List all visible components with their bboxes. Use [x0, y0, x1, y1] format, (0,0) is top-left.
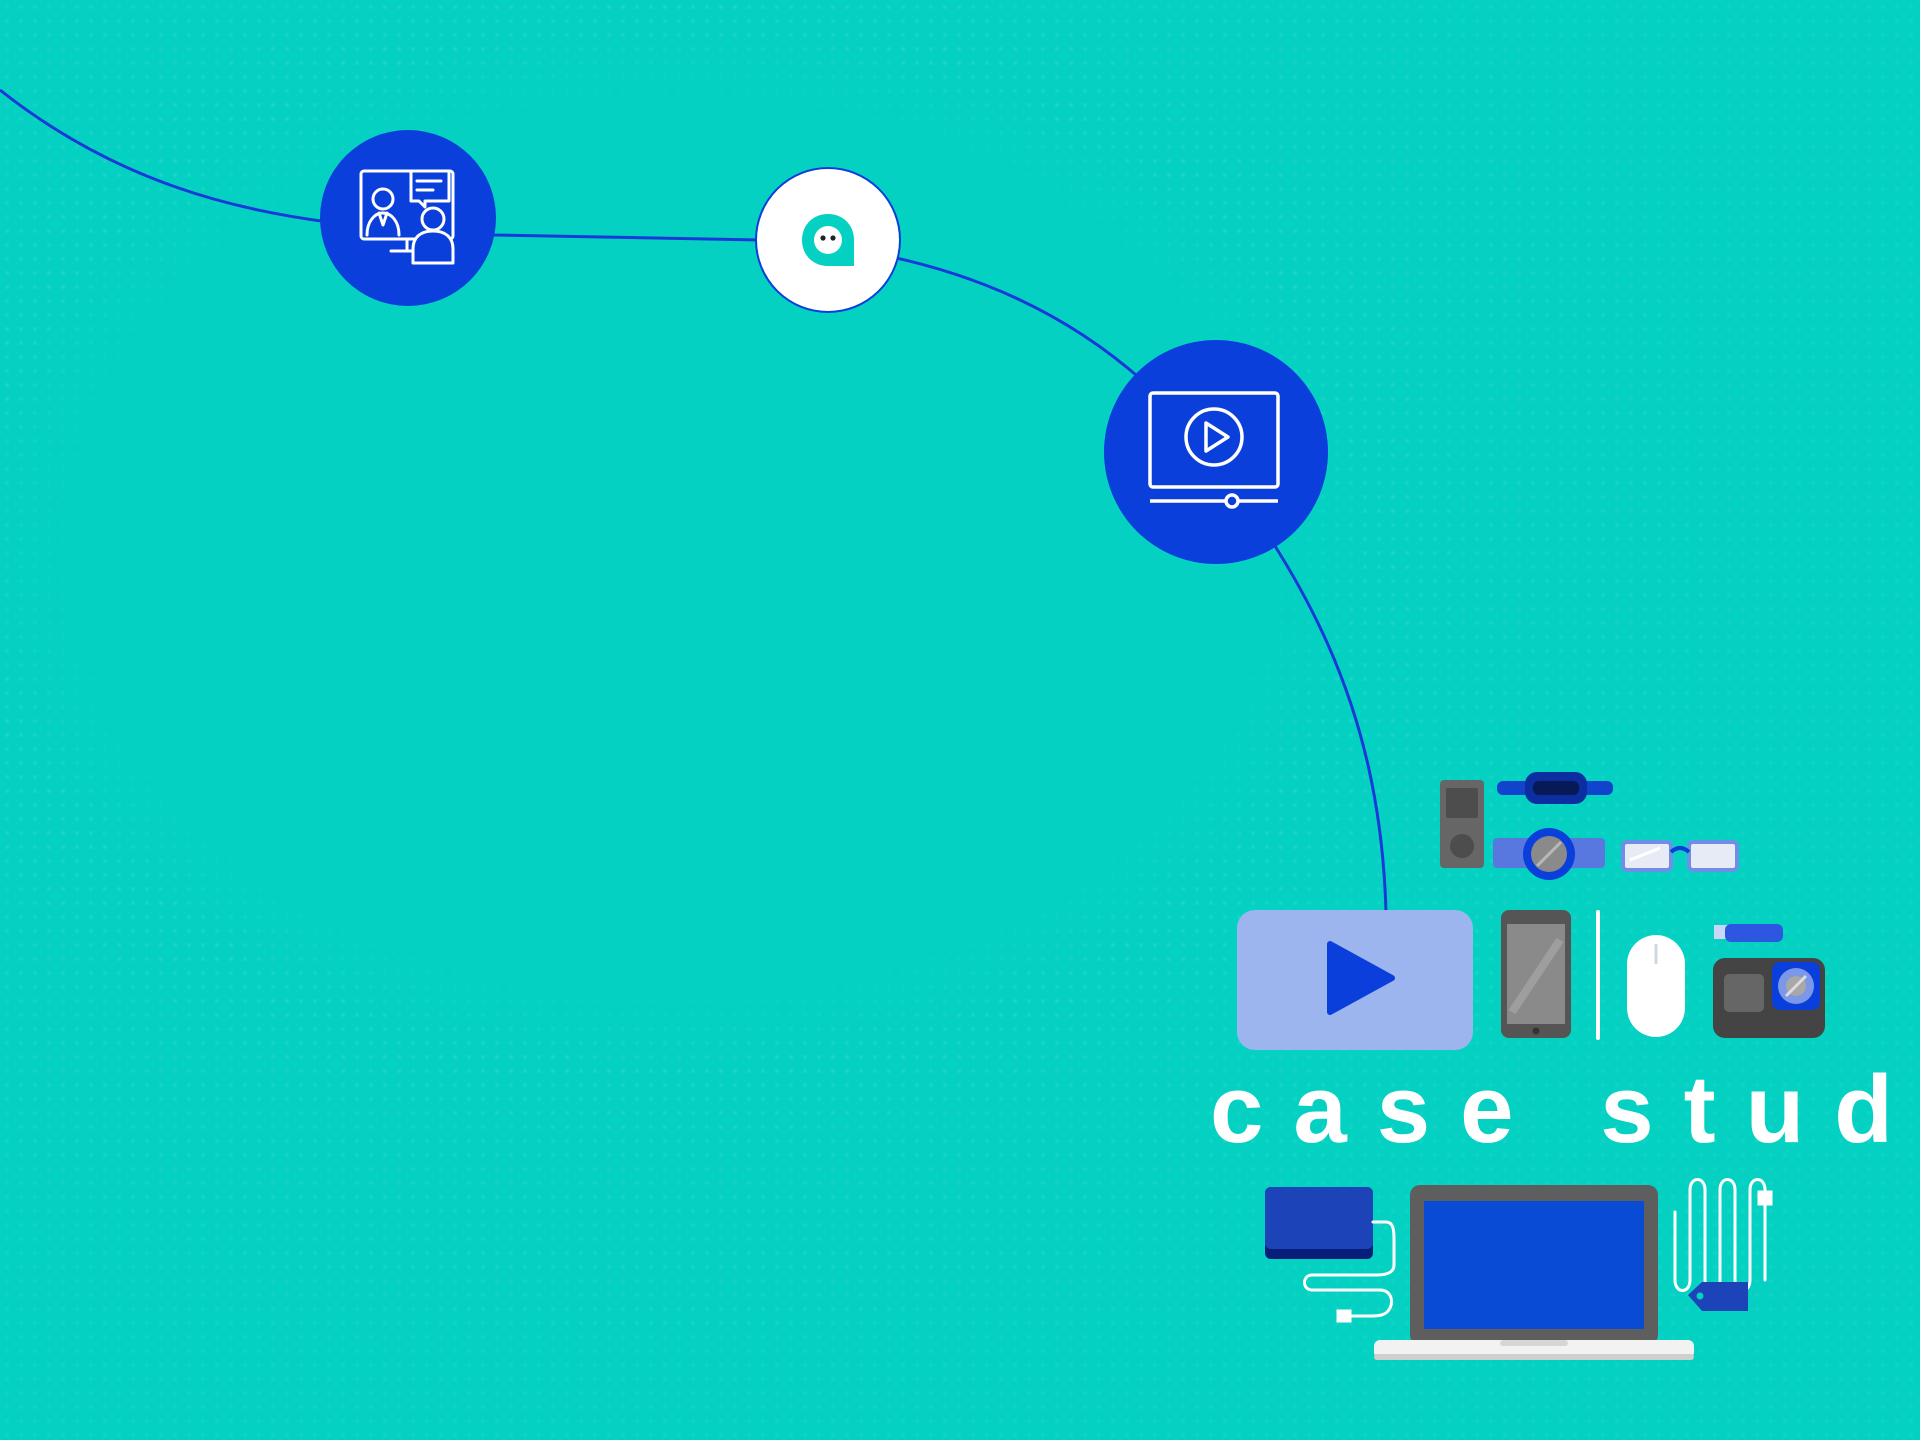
- video-meeting-icon: [359, 169, 455, 265]
- devices-illustration: [1237, 772, 1825, 1360]
- video-player-icon: [1148, 391, 1280, 509]
- laptop-icon: [1374, 1185, 1694, 1360]
- glasses-icon: [1621, 840, 1739, 872]
- case-study-title: case study: [1210, 1056, 1920, 1163]
- play-button-icon[interactable]: [1237, 910, 1473, 1050]
- usb-drive-icon: [1714, 924, 1783, 942]
- video-meeting-node: [320, 130, 496, 306]
- smartphone-icon: [1501, 910, 1571, 1038]
- fitness-band-icon: [1497, 772, 1613, 804]
- music-player-icon: [1440, 780, 1484, 868]
- charging-cable-icon: [1303, 1178, 1773, 1323]
- chat-logo-icon: [802, 214, 854, 266]
- smartwatch-icon: [1493, 828, 1605, 880]
- chat-node[interactable]: [755, 167, 901, 313]
- video-player-node: [1104, 340, 1328, 564]
- stylus-icon: [1596, 910, 1600, 1040]
- action-camera-icon: [1713, 958, 1825, 1038]
- mouse-icon: [1627, 935, 1685, 1037]
- price-tag-icon: [1688, 1282, 1748, 1311]
- power-bank-icon: [1265, 1187, 1373, 1259]
- journey-path-line: [0, 88, 1388, 913]
